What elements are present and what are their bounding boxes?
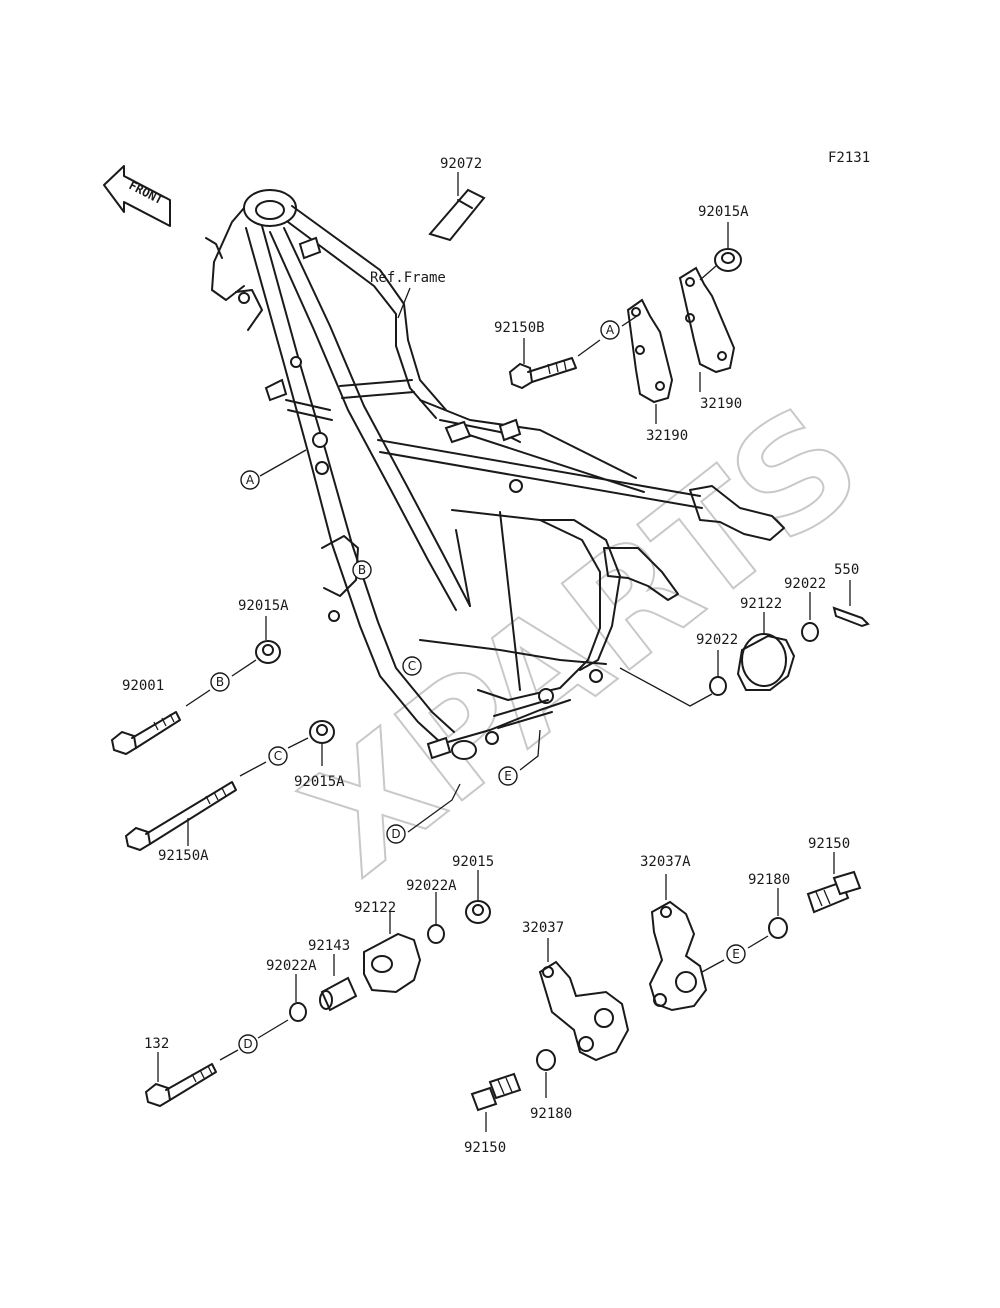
- part-label-92150A: 92150A: [158, 848, 209, 864]
- part-label-92022A-a: 92022A: [406, 878, 457, 894]
- part-label-92180-upper: 92180: [748, 872, 790, 888]
- svg-text:E: E: [504, 769, 512, 783]
- engine-bracket-32190: [626, 266, 736, 404]
- front-label: FRONT: [127, 178, 166, 207]
- part-label-92150-lower: 92150: [464, 1140, 506, 1156]
- front-arrow-icon: FRONT: [103, 165, 171, 227]
- part-label-92022A-b: 92022A: [266, 958, 317, 974]
- washer-92180-lower: [536, 1049, 556, 1071]
- figure-code: F2131: [828, 150, 870, 166]
- part-label-92001: 92001: [122, 678, 164, 694]
- bolt-92150B: [508, 338, 577, 390]
- part-label-92150-right: 92150: [808, 836, 850, 852]
- nut-92015-lower: [465, 870, 491, 924]
- part-label-92122-lower: 92122: [354, 900, 396, 916]
- damper-92122-right: [736, 633, 796, 691]
- nut-92015A-left: [255, 616, 281, 664]
- nut-92015A-top: [714, 222, 742, 272]
- damper-92122-lower: [363, 912, 422, 994]
- washer-92022-b: [801, 622, 819, 642]
- part-label-32037: 32037: [522, 920, 564, 936]
- svg-text:E: E: [732, 947, 740, 961]
- bolt-132: [144, 1052, 217, 1108]
- part-label-92072: 92072: [440, 156, 482, 172]
- callout-D-frame: D: [386, 824, 406, 844]
- collar-92143: [319, 954, 358, 1012]
- part-label-92180-lower: 92180: [530, 1106, 572, 1122]
- bolt-92150-right: [806, 852, 862, 914]
- part-label-92022-b: 92022: [696, 632, 738, 648]
- watermark: XPARTS: [275, 373, 892, 908]
- part-label-92015A-left: 92015A: [238, 598, 289, 614]
- clip-92072: [428, 172, 486, 242]
- callout-D-lower: D: [238, 1034, 258, 1054]
- part-label-32190-a: 32190: [700, 396, 742, 412]
- svg-text:A: A: [246, 473, 255, 487]
- washer-92022A-a: [289, 1002, 307, 1022]
- washer-92180-upper: [768, 917, 788, 939]
- svg-text:D: D: [243, 1037, 252, 1051]
- callout-E-lower: E: [726, 944, 746, 964]
- part-label-92015: 92015: [452, 854, 494, 870]
- svg-text:C: C: [274, 749, 282, 763]
- part-label-92015A-lower: 92015A: [294, 774, 345, 790]
- callout-B-frame: B: [352, 560, 372, 580]
- bracket-32037: [538, 938, 630, 1062]
- callout-B-left: B: [210, 672, 230, 692]
- bolt-92150A: [124, 781, 237, 852]
- washer-92022A-b: [427, 924, 445, 944]
- part-label-550: 550: [834, 562, 859, 578]
- part-label-92122-right: 92122: [740, 596, 782, 612]
- callout-C-frame: C: [402, 656, 422, 676]
- part-label-132: 132: [144, 1036, 169, 1052]
- svg-text:B: B: [358, 563, 366, 577]
- part-label-32037A: 32037A: [640, 854, 691, 870]
- svg-text:C: C: [408, 659, 416, 673]
- part-label-92150B: 92150B: [494, 320, 545, 336]
- bolt-92001: [110, 711, 181, 756]
- callout-E-frame: E: [498, 766, 518, 786]
- part-label-92015A-top: 92015A: [698, 204, 749, 220]
- callout-A-frame: A: [240, 470, 260, 490]
- part-label-92143: 92143: [308, 938, 350, 954]
- bolt-92150-lower: [470, 1072, 522, 1132]
- motorcycle-frame: [205, 189, 785, 760]
- bracket-32037A: [648, 874, 708, 1012]
- part-label-92022-a: 92022: [784, 576, 826, 592]
- callout-A-top: A: [600, 320, 620, 340]
- part-label-32190-b: 32190: [646, 428, 688, 444]
- svg-text:D: D: [391, 827, 400, 841]
- washer-92022-a: [709, 676, 727, 696]
- nut-92015A-lower: [309, 720, 335, 766]
- svg-text:B: B: [216, 675, 224, 689]
- svg-text:A: A: [606, 323, 615, 337]
- callout-C-left: C: [268, 746, 288, 766]
- cotter-pin-550: [832, 606, 870, 628]
